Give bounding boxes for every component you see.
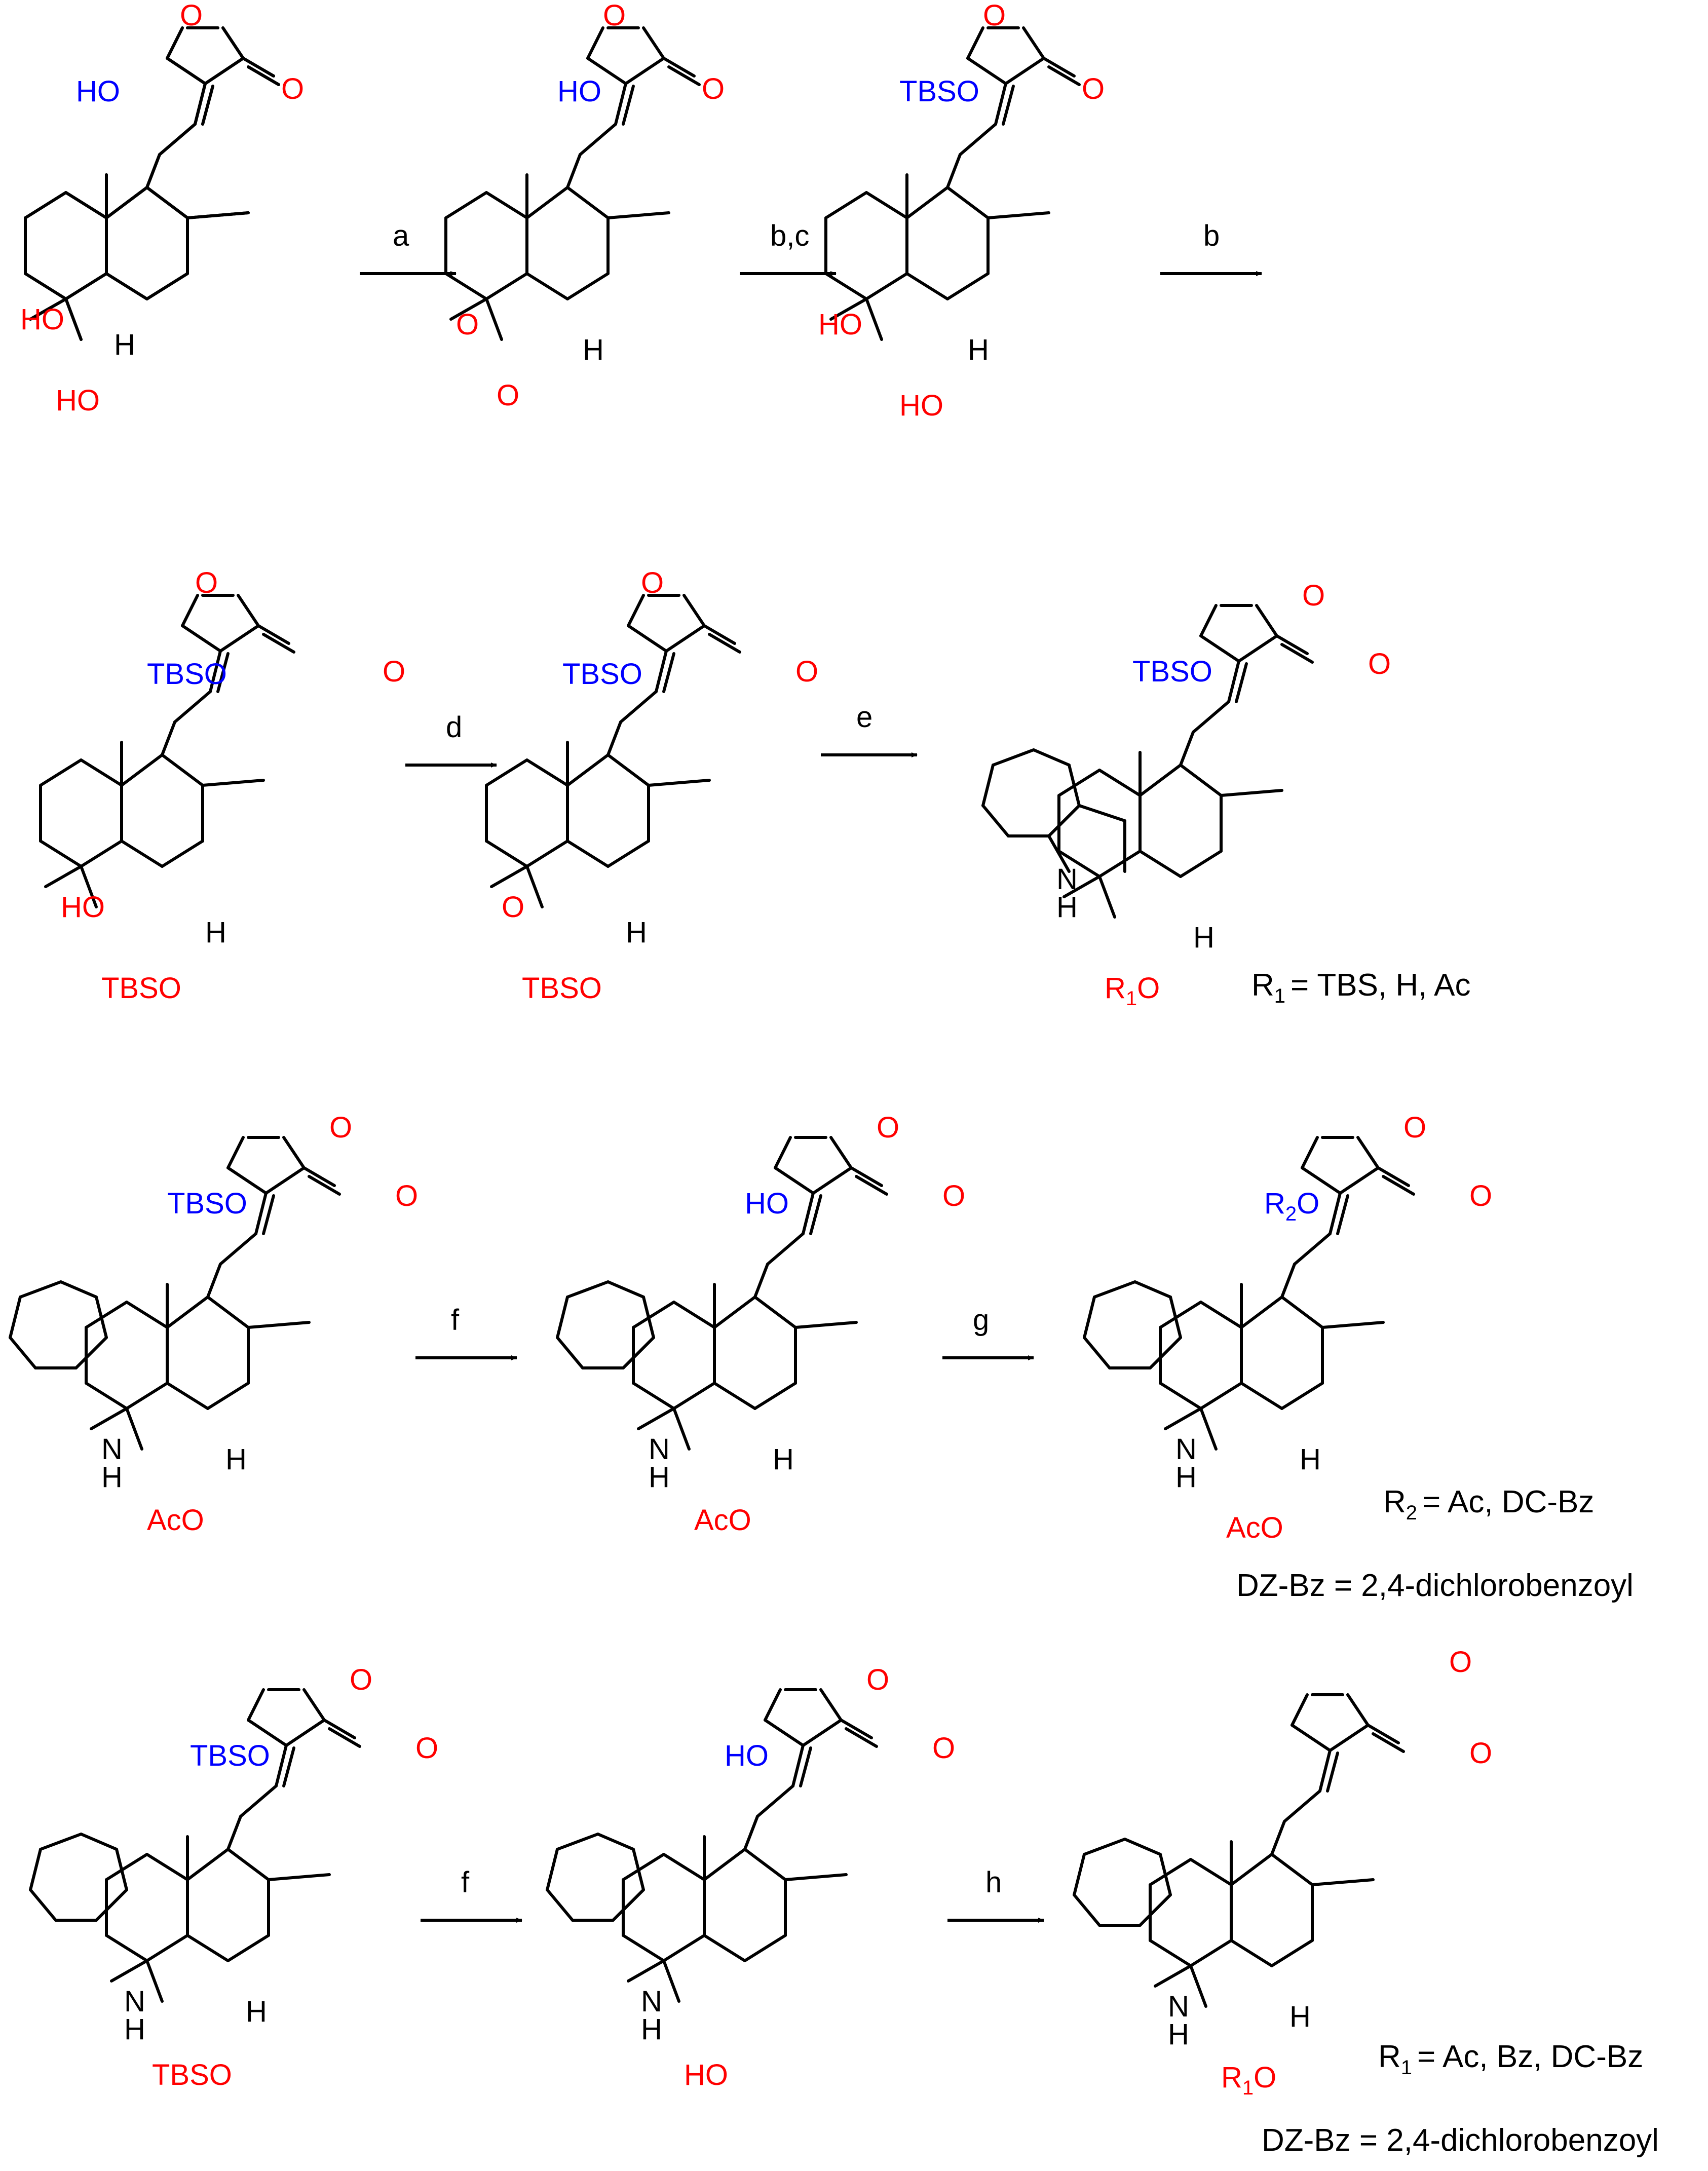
step-label: b,c	[770, 219, 809, 252]
step-label: a	[393, 219, 409, 252]
nh-label: H	[1175, 1461, 1197, 1494]
dzbz-definition: DZ-Bz = 2,4-dichlorobenzoyl	[1236, 1568, 1634, 1603]
nh-label: N	[124, 1985, 145, 2018]
ho-label: HO	[899, 389, 943, 422]
h-label: H	[205, 916, 226, 949]
row4: TBSO O O N H H TBSO HO O O N H HO	[29, 1646, 1659, 2158]
tbso-label: TBSO	[522, 972, 602, 1005]
ring-oxygen: O	[603, 0, 626, 32]
carbonyl-oxygen: O	[383, 655, 405, 688]
h-label: H	[1289, 2000, 1311, 2033]
carbonyl-oxygen: O	[1469, 1737, 1492, 1770]
ho-label: HO	[745, 1187, 789, 1220]
dzbz-definition: DZ-Bz = 2,4-dichlorobenzoyl	[1262, 2123, 1659, 2158]
r1o-label: R1O	[1221, 2061, 1276, 2099]
nh-label: N	[649, 1433, 670, 1466]
h-label: H	[1193, 921, 1214, 954]
r2o-label: R2O	[1264, 1187, 1319, 1225]
r1-definition: R1= Ac, Bz, DC-Bz	[1378, 2039, 1643, 2079]
tbso-label: TBSO	[1132, 655, 1212, 688]
carbonyl-oxygen: O	[395, 1179, 418, 1212]
ho-label: HO	[557, 75, 601, 108]
ring-oxygen: O	[1302, 579, 1325, 612]
carbonyl-oxygen: O	[932, 1732, 955, 1765]
ring-oxygen: O	[329, 1111, 352, 1144]
tbso-label: TBSO	[147, 658, 227, 691]
carbonyl-oxygen: O	[942, 1179, 965, 1212]
carbonyl-oxygen: O	[1368, 648, 1391, 680]
h-label: H	[968, 333, 989, 366]
r1o-label: R1O	[1105, 972, 1160, 1010]
r2-definition: R2= Ac, DC-Bz	[1383, 1484, 1594, 1524]
ho-label: HO	[725, 1739, 769, 1772]
carbonyl-oxygen: O	[415, 1732, 438, 1765]
nh-label: H	[649, 1461, 670, 1494]
h-label: H	[225, 1443, 247, 1476]
ring-oxygen: O	[877, 1111, 899, 1144]
ho-label: HO	[684, 2059, 728, 2091]
ring-oxygen: O	[350, 1663, 372, 1696]
h-label: H	[114, 328, 135, 361]
ring-oxygen: O	[1403, 1111, 1426, 1144]
step-label: h	[985, 1866, 1002, 1899]
carbonyl-oxygen: O	[795, 655, 818, 688]
nh-label: H	[641, 2013, 662, 2046]
r1-definition: R1= TBS, H, Ac	[1251, 968, 1471, 1007]
h-label: H	[1300, 1443, 1321, 1476]
ketone-oxygen: O	[502, 891, 524, 924]
aco-label: AcO	[694, 1504, 751, 1537]
step-label: d	[446, 711, 462, 744]
carbonyl-oxygen: O	[1469, 1179, 1492, 1212]
aco-label: AcO	[1226, 1511, 1283, 1544]
tbso-label: TBSO	[562, 658, 642, 691]
step-label: f	[451, 1304, 460, 1337]
step-label: g	[973, 1304, 989, 1337]
h-label: H	[773, 1443, 794, 1476]
row2: TBSO O O HO TBSO H TBSO O O O TBSO H TBS…	[41, 566, 1471, 1010]
ho-label: HO	[20, 303, 64, 336]
ho-label: HO	[818, 308, 862, 341]
tbso-label: TBSO	[167, 1187, 247, 1220]
indole-ring	[981, 748, 1126, 873]
tbso-label: TBSO	[899, 75, 979, 108]
tbso-label: TBSO	[190, 1739, 270, 1772]
row1: HO O O HO HO H HO O O O O H TBSO O O HO …	[20, 0, 1262, 422]
nh-label: H	[124, 2013, 145, 2046]
h-label: H	[246, 1995, 267, 2028]
nh-label: N	[1175, 1433, 1197, 1466]
tbso-label: TBSO	[152, 2059, 232, 2091]
ring-oxygen: O	[866, 1663, 889, 1696]
carbonyl-oxygen: O	[702, 72, 725, 105]
nh-label: N	[641, 1985, 662, 2018]
tbso-label: TBSO	[101, 972, 181, 1005]
acetonide-oxygen: O	[497, 379, 519, 412]
nh-label: N	[1168, 1990, 1189, 2023]
nh-label: H	[1056, 891, 1078, 924]
ring-oxygen: O	[1449, 1646, 1472, 1679]
ho-label: HO	[56, 384, 100, 417]
acetonide-oxygen: O	[456, 308, 479, 341]
ho-label: HO	[76, 75, 120, 108]
step-label: e	[856, 701, 872, 734]
nh-label: H	[101, 1461, 123, 1494]
nh-label: N	[101, 1433, 123, 1466]
aco-label: AcO	[147, 1504, 204, 1537]
ring-oxygen: O	[983, 0, 1006, 32]
step-label: b	[1203, 219, 1220, 252]
carbonyl-oxygen: O	[281, 72, 304, 105]
ring-oxygen: O	[195, 566, 218, 599]
h-label: H	[626, 916, 647, 949]
nh-label: N	[1056, 863, 1078, 896]
ring-oxygen: O	[641, 566, 664, 599]
ring-oxygen: O	[180, 0, 203, 32]
step-label: f	[461, 1866, 470, 1899]
ho-label: HO	[61, 891, 105, 924]
row3: TBSO O O N H H AcO HO O O N H H AcO	[9, 1111, 1634, 1603]
carbonyl-oxygen: O	[1082, 72, 1105, 105]
nh-label: H	[1168, 2018, 1189, 2051]
h-label: H	[583, 333, 604, 366]
